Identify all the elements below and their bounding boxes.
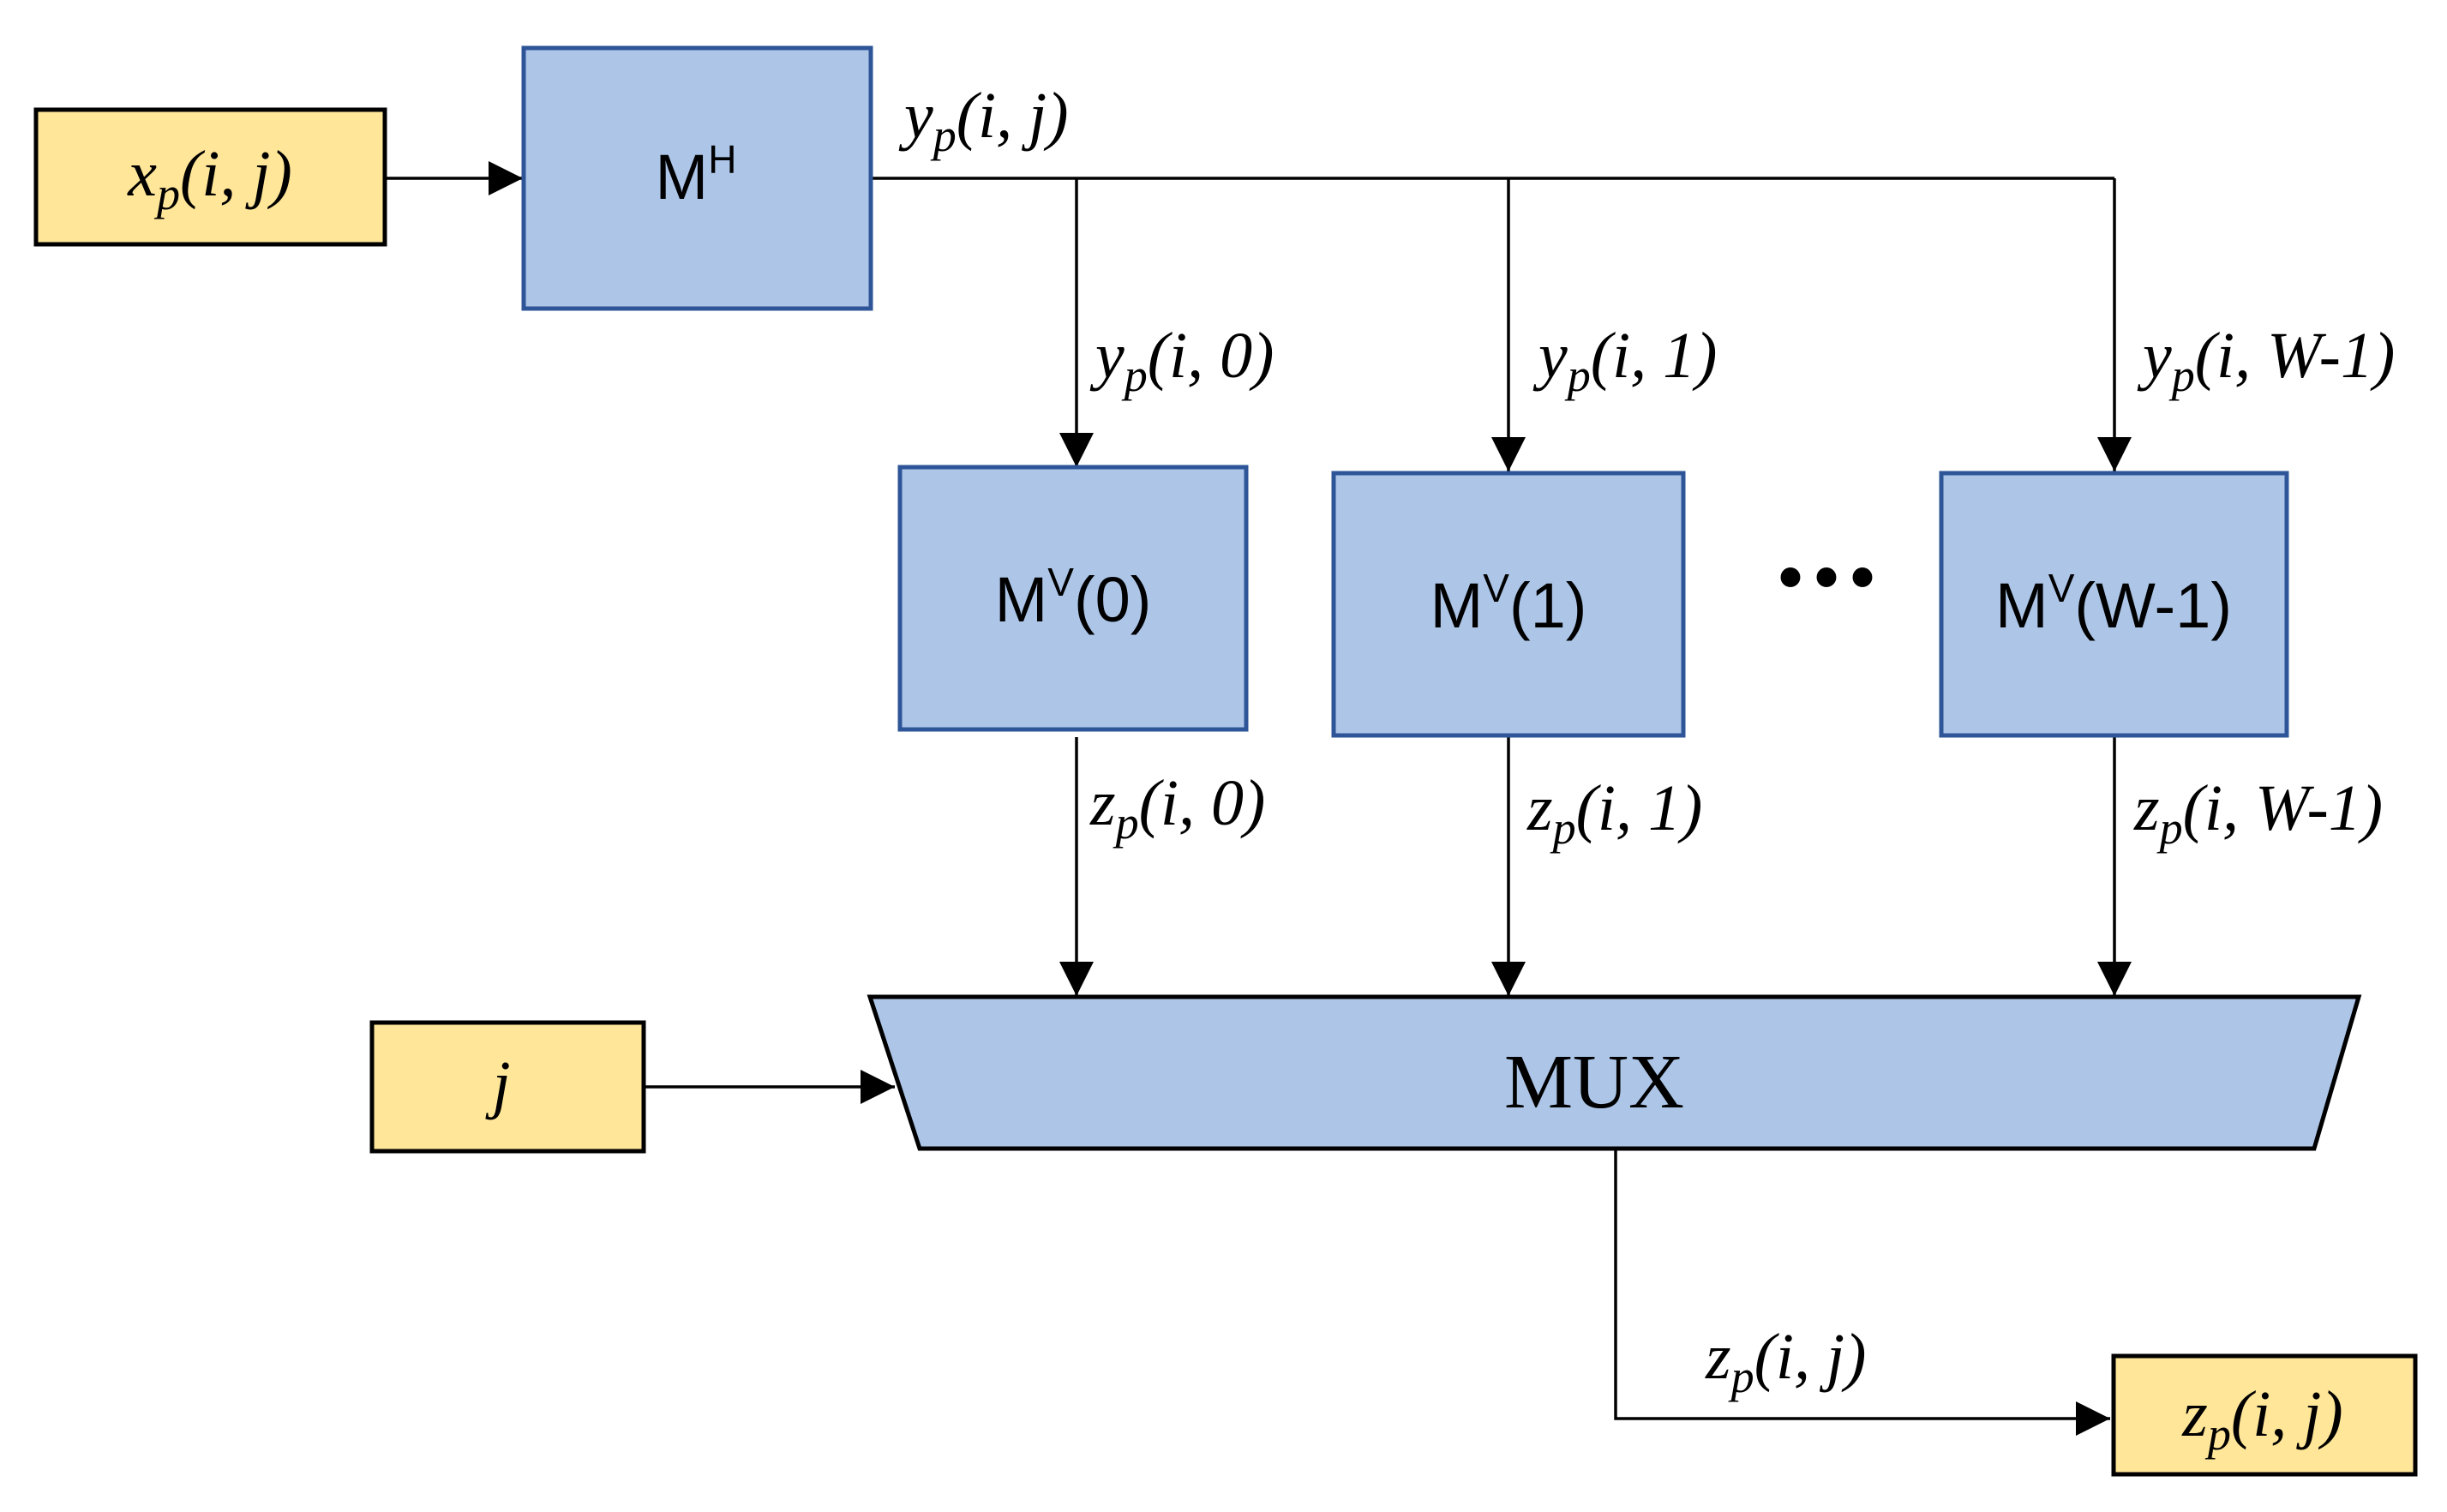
- vertical-block-w1: MV(W-1): [1939, 471, 2289, 738]
- wire-mux-to-out: [1614, 1147, 2110, 1436]
- input-j-block: j: [369, 1020, 646, 1154]
- mv-w1-label: MV(W-1): [1995, 566, 2232, 641]
- input-x-block: xp(i, j): [33, 107, 387, 247]
- signal-z-tap-0-label: zp(i, 0): [1089, 767, 1265, 849]
- horizontal-block-mh: MH: [521, 45, 873, 311]
- vertical-block-1: MV(1): [1331, 471, 1686, 738]
- mh-label: MH: [656, 137, 737, 213]
- mv-0-label: MV(0): [995, 560, 1152, 635]
- signal-z-tap-w1-label: zp(i, W-1): [2133, 772, 2383, 854]
- mv-1-label: MV(1): [1430, 566, 1587, 641]
- mux-label: MUX: [1504, 1040, 1684, 1125]
- ellipsis-dots: •••: [1778, 538, 1886, 615]
- mux-block: MUX: [867, 994, 2362, 1151]
- signal-y-tap-w1-label: yp(i, W-1): [2137, 320, 2395, 401]
- signal-y-tap-0-label: yp(i, 0): [1089, 320, 1274, 401]
- signal-z-tap-1-label: zp(i, 1): [1526, 772, 1702, 854]
- wires: [386, 161, 2132, 1436]
- signal-y-main-label: yp(i, j): [898, 80, 1069, 161]
- input-x-label: xp(i, j): [127, 138, 292, 219]
- signal-z-out-label: zp(i, j): [1705, 1321, 1866, 1402]
- vertical-block-0: MV(0): [897, 465, 1249, 732]
- output-block: zp(i, j): [2111, 1353, 2418, 1477]
- output-label: zp(i, j): [2181, 1378, 2342, 1460]
- signal-y-tap-1-label: yp(i, 1): [1532, 320, 1717, 401]
